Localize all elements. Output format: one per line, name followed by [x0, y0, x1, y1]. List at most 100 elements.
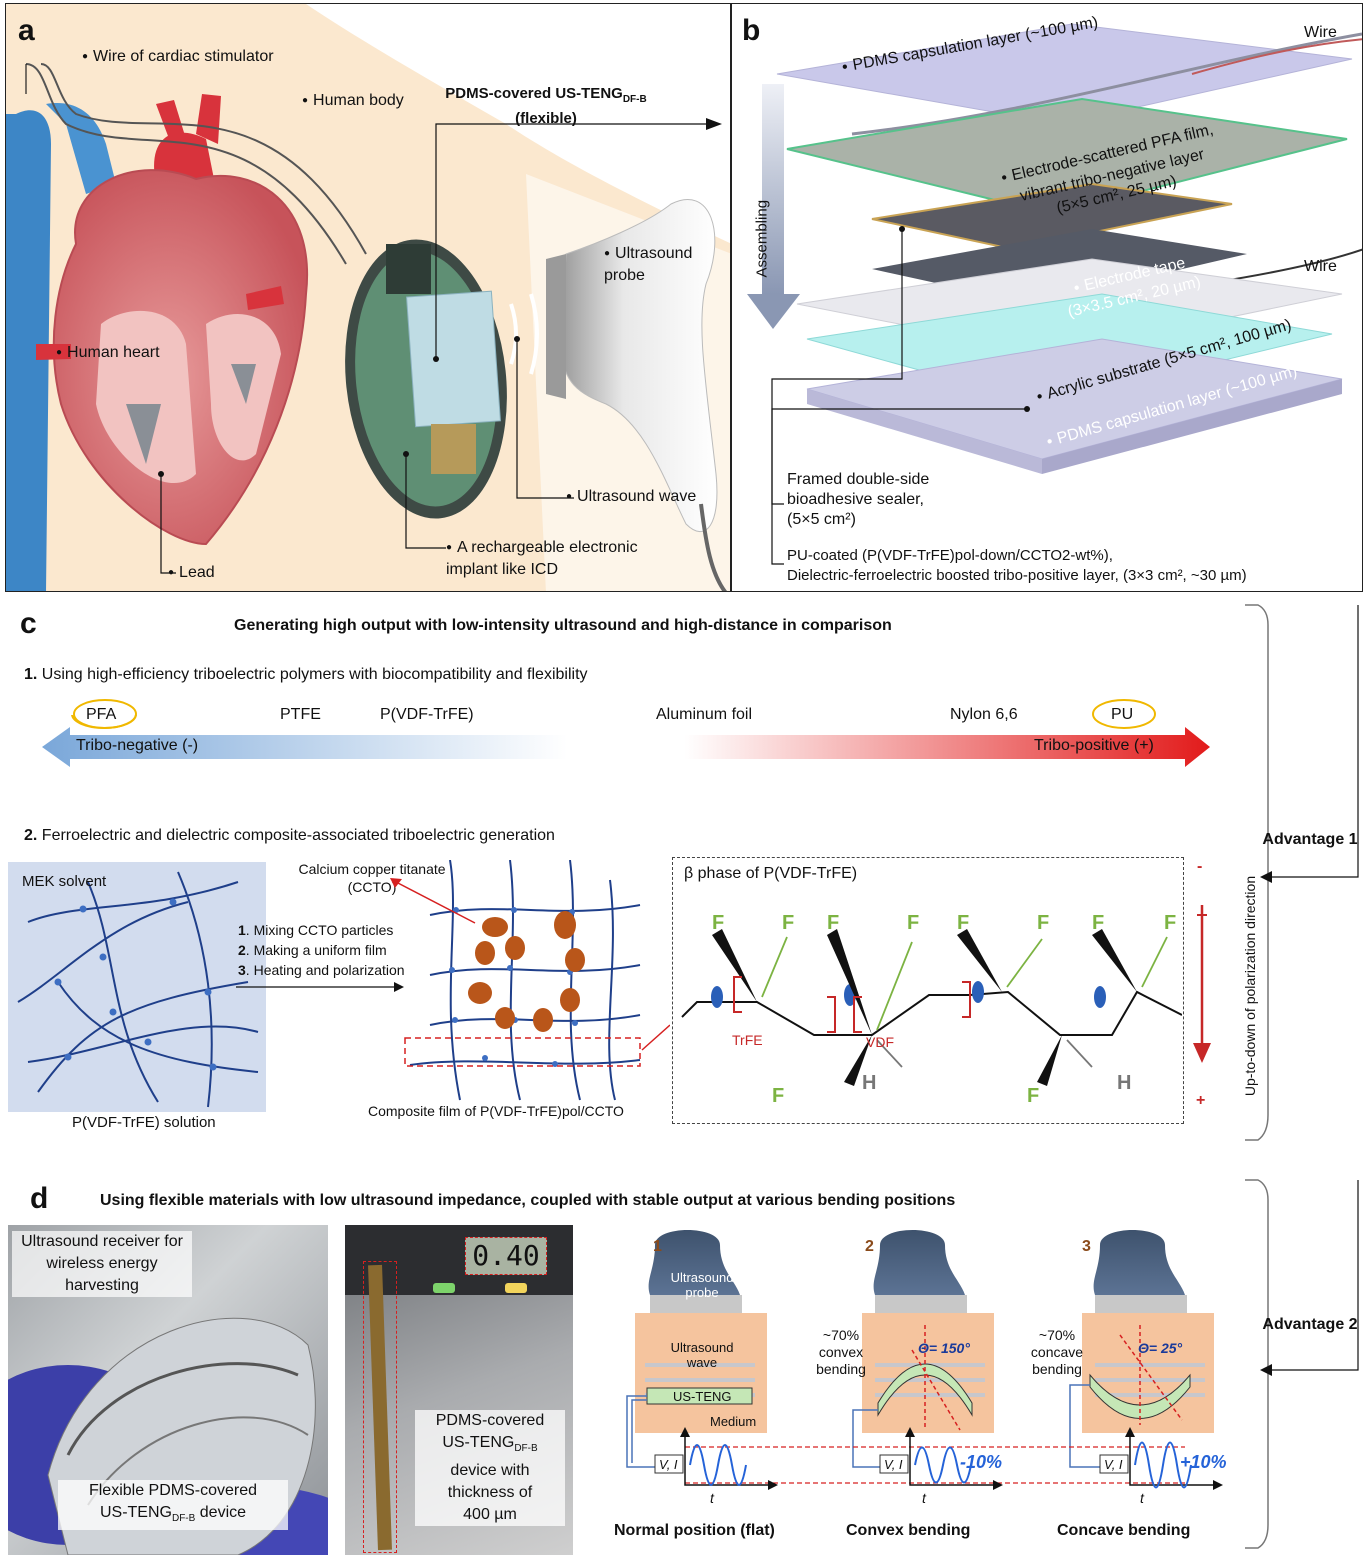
panel-d: d Using flexible materials with low ultr…: [0, 1170, 1367, 1563]
panel-d-label: d: [30, 1182, 49, 1215]
caption-flat: Normal position (flat): [614, 1522, 775, 1539]
beta-box: [672, 857, 1184, 1124]
polar-minus: -: [1197, 858, 1203, 875]
t-label-3: t: [1140, 1490, 1144, 1506]
svg-text:F: F: [1027, 1085, 1039, 1107]
svg-text:H: H: [862, 1072, 876, 1094]
svg-text:F: F: [1164, 912, 1176, 934]
trfe-label: TrFE: [732, 1032, 763, 1048]
lead-label: Lead: [168, 564, 215, 582]
pfa-circle: [73, 699, 137, 729]
tribo-positive: Tribo-positive (+): [1034, 737, 1154, 754]
panel-d-title: Using flexible materials with low ultras…: [100, 1192, 956, 1209]
steps-arrow: [236, 982, 404, 992]
step-2: 2. Making a uniform film: [238, 942, 387, 958]
panel-c: c Generating high output with low-intens…: [0, 595, 1367, 1160]
caption-concave: Concave bending: [1057, 1522, 1191, 1539]
caption-convex: Convex bending: [846, 1522, 971, 1539]
diagram-flat: [626, 1230, 767, 1468]
vi-label-2: V, I: [884, 1457, 903, 1472]
svg-text:F: F: [782, 912, 794, 934]
human-body-label: Human body: [302, 92, 404, 110]
theta-concave: Θ= 25°: [1138, 1340, 1183, 1356]
wire-label: Wire of cardiac stimulator: [82, 48, 274, 66]
beta-label: β phase of P(VDF-TrFE): [684, 865, 858, 882]
wire-mid-label: Wire: [1304, 258, 1337, 275]
theta-convex: Θ= 150°: [918, 1340, 970, 1356]
photo-rolled-device: Ultrasound receiver for wireless energy …: [8, 1225, 328, 1555]
wave-label: Ultrasound wave: [566, 488, 696, 506]
pu-label: PU-coated (P(VDF-TrFE)pol-down/CCTO2-wt%…: [787, 547, 1247, 584]
series-pfa: PFA: [86, 706, 117, 723]
caliper-button: [433, 1283, 455, 1293]
svg-text:F: F: [827, 912, 839, 934]
polarization-arrow: [1193, 905, 1211, 1063]
photo1-top-label: Ultrasound receiver for wireless energy …: [12, 1231, 192, 1297]
probe-label: Ultrasound probe: [604, 244, 724, 286]
svg-text:F: F: [712, 912, 724, 934]
tribo-negative: Tribo-negative (-): [76, 737, 199, 754]
diagram-number-1: 1: [653, 1238, 662, 1255]
series-pvdf: P(VDF-TrFE): [380, 706, 474, 723]
caliper-button-2: [505, 1283, 527, 1293]
t-label-1: t: [710, 1490, 714, 1506]
panel-b-illustration: [747, 23, 1362, 565]
wire-top-label: Wire: [1304, 24, 1337, 41]
panel-b: b Wire Wire Assembling PDMS capsulation …: [731, 3, 1363, 592]
solution-label: P(VDF-TrFE) solution: [72, 1114, 216, 1131]
item1: 1. Using high-efficiency triboelectric p…: [24, 666, 588, 683]
series-ptfe: PTFE: [280, 706, 321, 723]
step-1: 1. Mixing CCTO particles: [238, 922, 394, 938]
polymer-network: [17, 871, 259, 1108]
heart-label: Human heart: [56, 344, 160, 362]
svg-text:F: F: [1092, 912, 1104, 934]
mek-label: MEK solvent: [22, 873, 107, 890]
series-nylon: Nylon 6,6: [950, 706, 1018, 723]
diagram-concave: [1069, 1230, 1214, 1468]
svg-text:F: F: [1037, 912, 1049, 934]
series-al: Aluminum foil: [656, 706, 753, 723]
svg-text:H: H: [1117, 1072, 1131, 1094]
pu-circle: [1092, 699, 1156, 729]
bending-diagrams: [626, 1230, 1223, 1490]
polar-plus: +: [1196, 1092, 1206, 1109]
pct-convex: -10%: [960, 1452, 1003, 1472]
medium-label: Medium: [710, 1414, 757, 1429]
convex-label: ~70% convex bending: [816, 1327, 866, 1377]
assembling-label: Assembling: [753, 199, 771, 278]
advantage-1-bracket: [1245, 604, 1359, 1141]
film-label: Composite film of P(VDF-TrFE)pol/CCTO: [368, 1103, 624, 1119]
probe-label-d: Ultrasound probe: [670, 1270, 734, 1300]
diagram-convex: [852, 1230, 994, 1468]
diagram-number-2: 2: [865, 1238, 874, 1255]
vdf-label: VDF: [866, 1034, 894, 1050]
pct-concave: +10%: [1180, 1452, 1227, 1472]
concave-label: ~70% concave bending: [1030, 1327, 1084, 1377]
panel-c-label: c: [20, 607, 37, 640]
panel-b-label: b: [742, 14, 761, 47]
advantage-2-bracket: [1245, 1179, 1359, 1549]
svg-text:F: F: [907, 912, 919, 934]
vi-label-1: V, I: [659, 1457, 678, 1472]
implant-label: A rechargeable electronic implant like I…: [446, 538, 686, 580]
panel-a-label: a: [18, 14, 35, 47]
t-label-2: t: [922, 1490, 926, 1506]
diagram-number-3: 3: [1082, 1238, 1091, 1255]
series-pu: PU: [1111, 706, 1134, 723]
usteng-label: US-TENG: [673, 1389, 732, 1404]
composite-film: [390, 860, 670, 1101]
ccto-label: Calcium copper titanate(CCTO): [298, 861, 446, 895]
device-title: PDMS-covered US-TENGDF-B (flexible): [445, 85, 647, 127]
svg-text:F: F: [772, 1085, 784, 1107]
caliper-display: 0.40: [465, 1237, 547, 1275]
strip-highlight: [363, 1261, 397, 1553]
item2: 2. Ferroelectric and dielectric composit…: [24, 827, 555, 844]
vi-label-3: V, I: [1104, 1457, 1123, 1472]
wave-label-d: Ultrasound wave: [670, 1340, 734, 1370]
steps: 1. Mixing CCTO particles 2. Making a uni…: [238, 920, 405, 980]
panel-a: a Wire of cardiac stimulator Human body …: [5, 3, 731, 592]
